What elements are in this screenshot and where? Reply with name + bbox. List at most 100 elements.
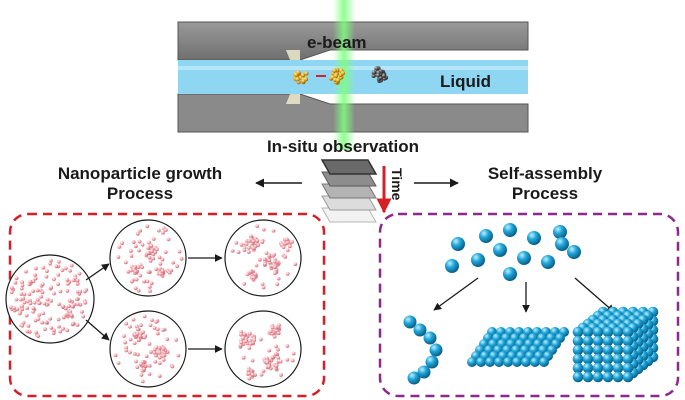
nanoparticle-sphere xyxy=(479,229,493,243)
stage-circle-nucleation-b xyxy=(109,310,187,388)
monomer-particle xyxy=(69,313,74,318)
monomer-particle xyxy=(56,259,61,264)
monomer-particle xyxy=(83,289,87,294)
cluster-particle xyxy=(276,331,281,336)
lattice-sphere xyxy=(612,362,624,374)
cluster-particle xyxy=(248,269,253,274)
chain-sphere xyxy=(429,343,443,357)
1d-chain-assembly xyxy=(403,315,443,385)
monomer-particle xyxy=(70,321,75,326)
monomer-particle xyxy=(75,323,80,327)
cluster-particle xyxy=(158,266,162,271)
stage-circle-initial xyxy=(5,254,95,344)
cluster-particle xyxy=(248,342,253,346)
monomer-particle xyxy=(138,273,143,278)
cluster-particle xyxy=(264,356,269,361)
cluster-particle xyxy=(253,272,258,277)
monomer-particle xyxy=(39,294,44,299)
dispersed-nanoparticles xyxy=(445,223,581,281)
monomer-particle xyxy=(58,329,63,334)
monomer-particle xyxy=(36,317,41,321)
monomer-particle xyxy=(166,237,171,242)
monomer-particle xyxy=(147,255,152,260)
lattice-sphere xyxy=(602,344,614,356)
assembly-title-line1: Self-assembly xyxy=(488,164,603,183)
monomer-particle xyxy=(75,278,80,283)
cluster-particle xyxy=(161,346,166,351)
monomer-particle xyxy=(175,264,179,268)
cluster-particle xyxy=(238,343,243,348)
monomer-particle xyxy=(31,289,36,294)
monomer-particle xyxy=(68,268,72,273)
monomer-particle xyxy=(157,255,162,260)
lattice-sphere xyxy=(602,335,614,347)
monomer-particle xyxy=(128,350,132,355)
monomer-particle xyxy=(65,289,70,293)
monomer-particle xyxy=(31,279,36,284)
monomer-particle xyxy=(80,309,84,314)
lattice-sphere xyxy=(582,371,594,383)
lattice-sphere xyxy=(622,326,634,338)
cluster-particle xyxy=(267,258,272,263)
monomer-particle xyxy=(149,281,154,286)
monomer-particle xyxy=(78,289,83,294)
monomer-particle xyxy=(144,354,149,359)
cluster-particle xyxy=(262,262,267,266)
monomer-particle xyxy=(63,266,68,271)
monomer-particle xyxy=(14,276,19,281)
monomer-particle xyxy=(259,372,264,377)
monomer-particle xyxy=(42,301,47,306)
monomer-particle xyxy=(116,361,121,365)
cluster-particle xyxy=(155,247,159,252)
nanoparticle-sphere xyxy=(567,245,581,259)
monomer-particle xyxy=(40,282,45,287)
ebeam-label: e-beam xyxy=(307,33,367,52)
monomer-particle xyxy=(136,288,141,293)
monomer-particle xyxy=(21,320,26,325)
monomer-particle xyxy=(271,228,276,233)
monomer-particle xyxy=(12,306,16,311)
nanoparticle-atom xyxy=(381,73,387,78)
lattice-sphere xyxy=(592,371,604,383)
monomer-particle xyxy=(230,248,235,253)
monomer-particle xyxy=(129,254,134,258)
cluster-particle xyxy=(272,259,277,264)
monomer-particle xyxy=(75,281,80,286)
monomer-particle xyxy=(153,359,158,364)
nanoparticle-atom xyxy=(332,68,337,73)
growth-arrow-up xyxy=(85,263,110,281)
monomer-particle xyxy=(145,279,150,284)
monomer-particle xyxy=(257,257,262,262)
cluster-particle xyxy=(238,332,243,337)
monomer-particle xyxy=(285,344,290,348)
monomer-particle xyxy=(56,282,61,287)
lattice-sphere xyxy=(622,335,634,347)
monomer-particle xyxy=(57,324,61,329)
cluster-particle xyxy=(142,335,147,340)
monomer-particle xyxy=(163,250,168,255)
cluster-particle xyxy=(268,329,273,334)
monomer-particle xyxy=(148,289,152,293)
monomer-particle xyxy=(18,297,23,302)
monomer-particle xyxy=(261,285,266,290)
lattice-sphere xyxy=(612,353,624,365)
monomer-particle xyxy=(239,329,244,334)
lattice-sphere xyxy=(582,326,594,338)
monomer-particle xyxy=(157,374,162,378)
monomer-particle xyxy=(52,277,56,282)
sheet-sphere xyxy=(494,357,504,367)
monomer-particle xyxy=(17,311,22,316)
monomer-particle xyxy=(44,274,49,279)
monomer-particle xyxy=(174,337,179,342)
monomer-particle xyxy=(20,280,25,285)
cluster-particle xyxy=(247,331,252,336)
monomer-particle xyxy=(134,359,138,364)
cluster-particle xyxy=(247,346,252,350)
lattice-sphere xyxy=(612,344,624,356)
cluster-particle xyxy=(273,325,278,330)
gold-nanoparticle-2 xyxy=(328,68,346,85)
monomer-particle xyxy=(267,348,272,353)
growth-panel xyxy=(5,219,302,388)
monomer-particle xyxy=(140,265,145,270)
cluster-particle xyxy=(270,355,275,360)
